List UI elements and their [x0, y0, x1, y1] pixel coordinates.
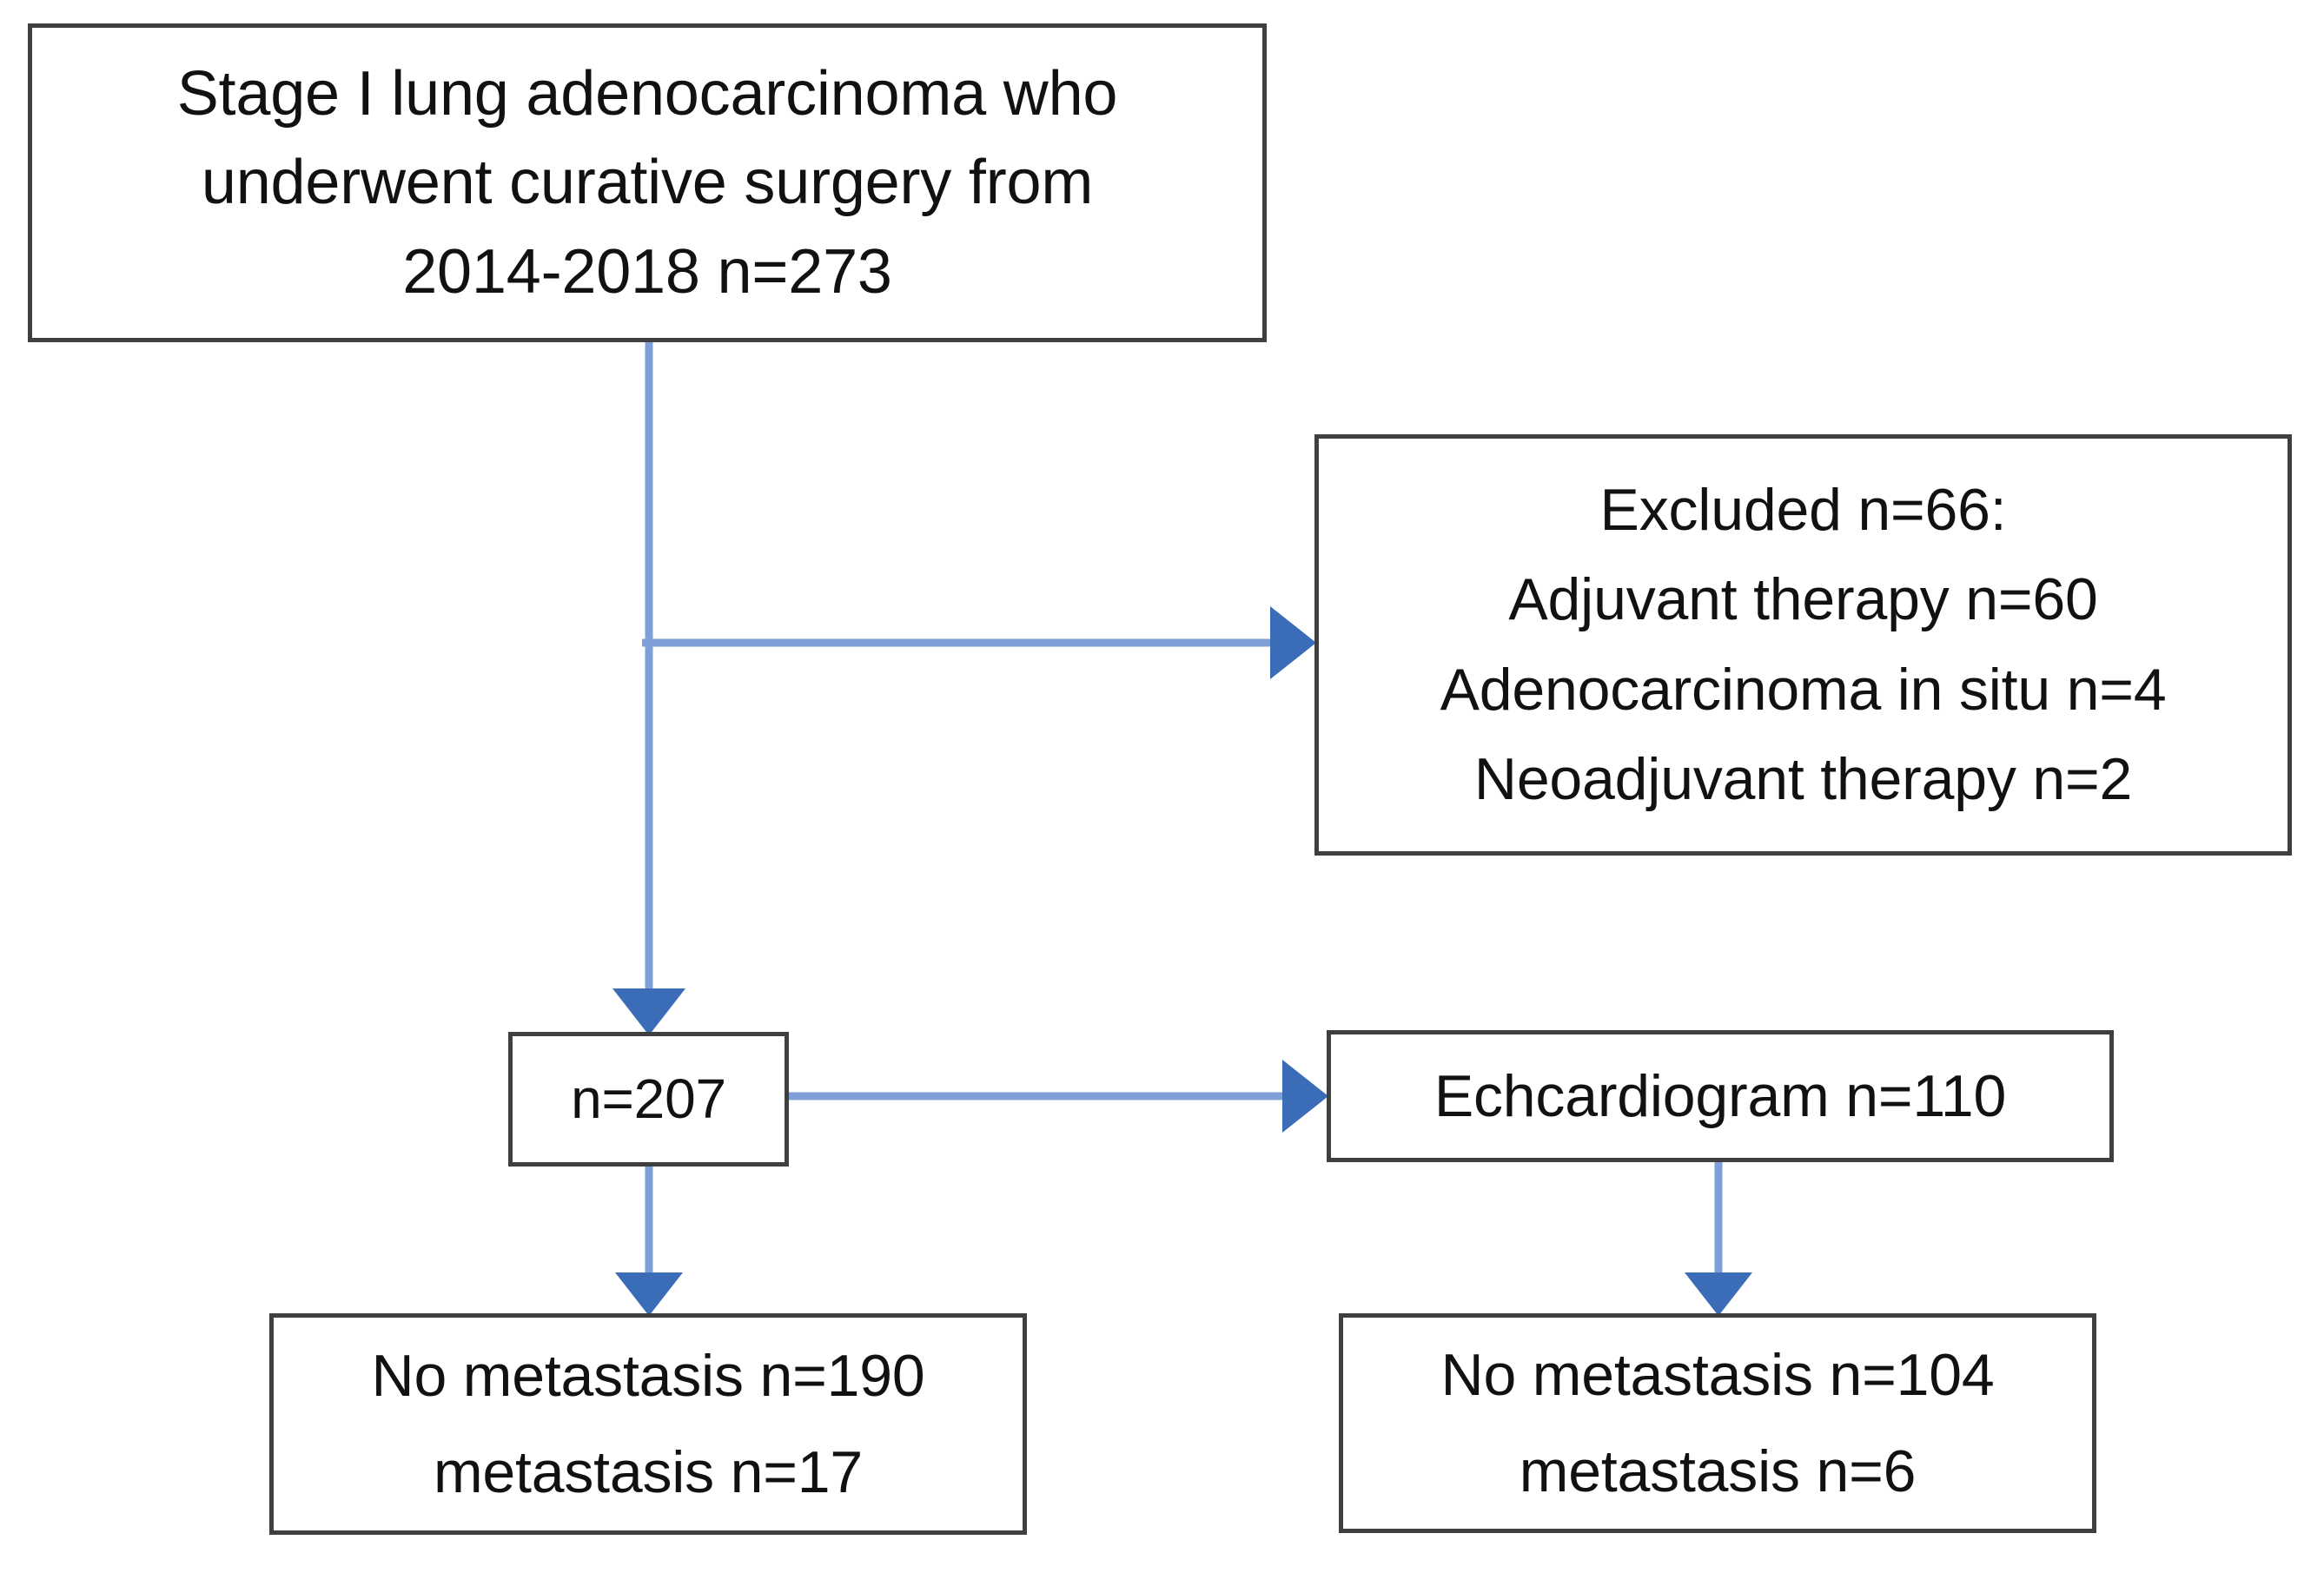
edge-eligible-to-outcome-left	[615, 1167, 683, 1316]
node-eligible-line-1: n=207	[571, 1067, 726, 1130]
node-outcome-right-line-1: No metastasis n=104	[1440, 1342, 1995, 1409]
edge-eligible-to-echocardiogram	[789, 1060, 1328, 1133]
edge-eligible-to-outcome-left-arrowhead	[615, 1272, 683, 1316]
node-eligible: n=207	[508, 1032, 789, 1167]
edge-cohort-to-excluded-arrowhead	[1270, 606, 1316, 679]
edge-cohort-to-eligible-arrowhead	[612, 988, 685, 1035]
node-outcome-left-line-1: No metastasis n=190	[371, 1343, 925, 1410]
node-excluded-line-3: Adenocarcinoma in situ n=4	[1440, 656, 2167, 723]
node-cohort-line-3: 2014-2018 n=273	[402, 236, 892, 307]
edge-echocardiogram-to-outcome-right-arrowhead	[1685, 1272, 1752, 1316]
edge-cohort-to-excluded	[642, 606, 1316, 679]
node-echocardiogram: Echcardiogram n=110	[1327, 1030, 2114, 1162]
edge-echocardiogram-to-outcome-right	[1685, 1162, 1752, 1316]
node-outcome-left: No metastasis n=190 metastasis n=17	[269, 1313, 1027, 1535]
node-excluded: Excluded n=66: Adjuvant therapy n=60 Ade…	[1314, 434, 2292, 856]
node-cohort-line-2: underwent curative surgery from	[201, 148, 1094, 218]
edge-cohort-to-eligible	[612, 342, 685, 1035]
node-excluded-line-4: Neoadjuvant therapy n=2	[1473, 745, 2133, 812]
node-outcome-right-line-2: metastasis n=6	[1519, 1438, 1917, 1504]
node-outcome-left-line-2: metastasis n=17	[433, 1438, 864, 1505]
node-echocardiogram-line-1: Echcardiogram n=110	[1433, 1062, 2007, 1129]
node-excluded-line-2: Adjuvant therapy n=60	[1508, 566, 2098, 633]
node-outcome-right: No metastasis n=104 metastasis n=6	[1339, 1313, 2096, 1533]
edge-eligible-to-echocardiogram-arrowhead	[1282, 1060, 1328, 1133]
node-cohort: Stage I lung adenocarcinoma who underwen…	[28, 23, 1267, 342]
node-cohort-line-1: Stage I lung adenocarcinoma who	[176, 59, 1118, 129]
node-excluded-line-1: Excluded n=66:	[1599, 476, 2007, 543]
